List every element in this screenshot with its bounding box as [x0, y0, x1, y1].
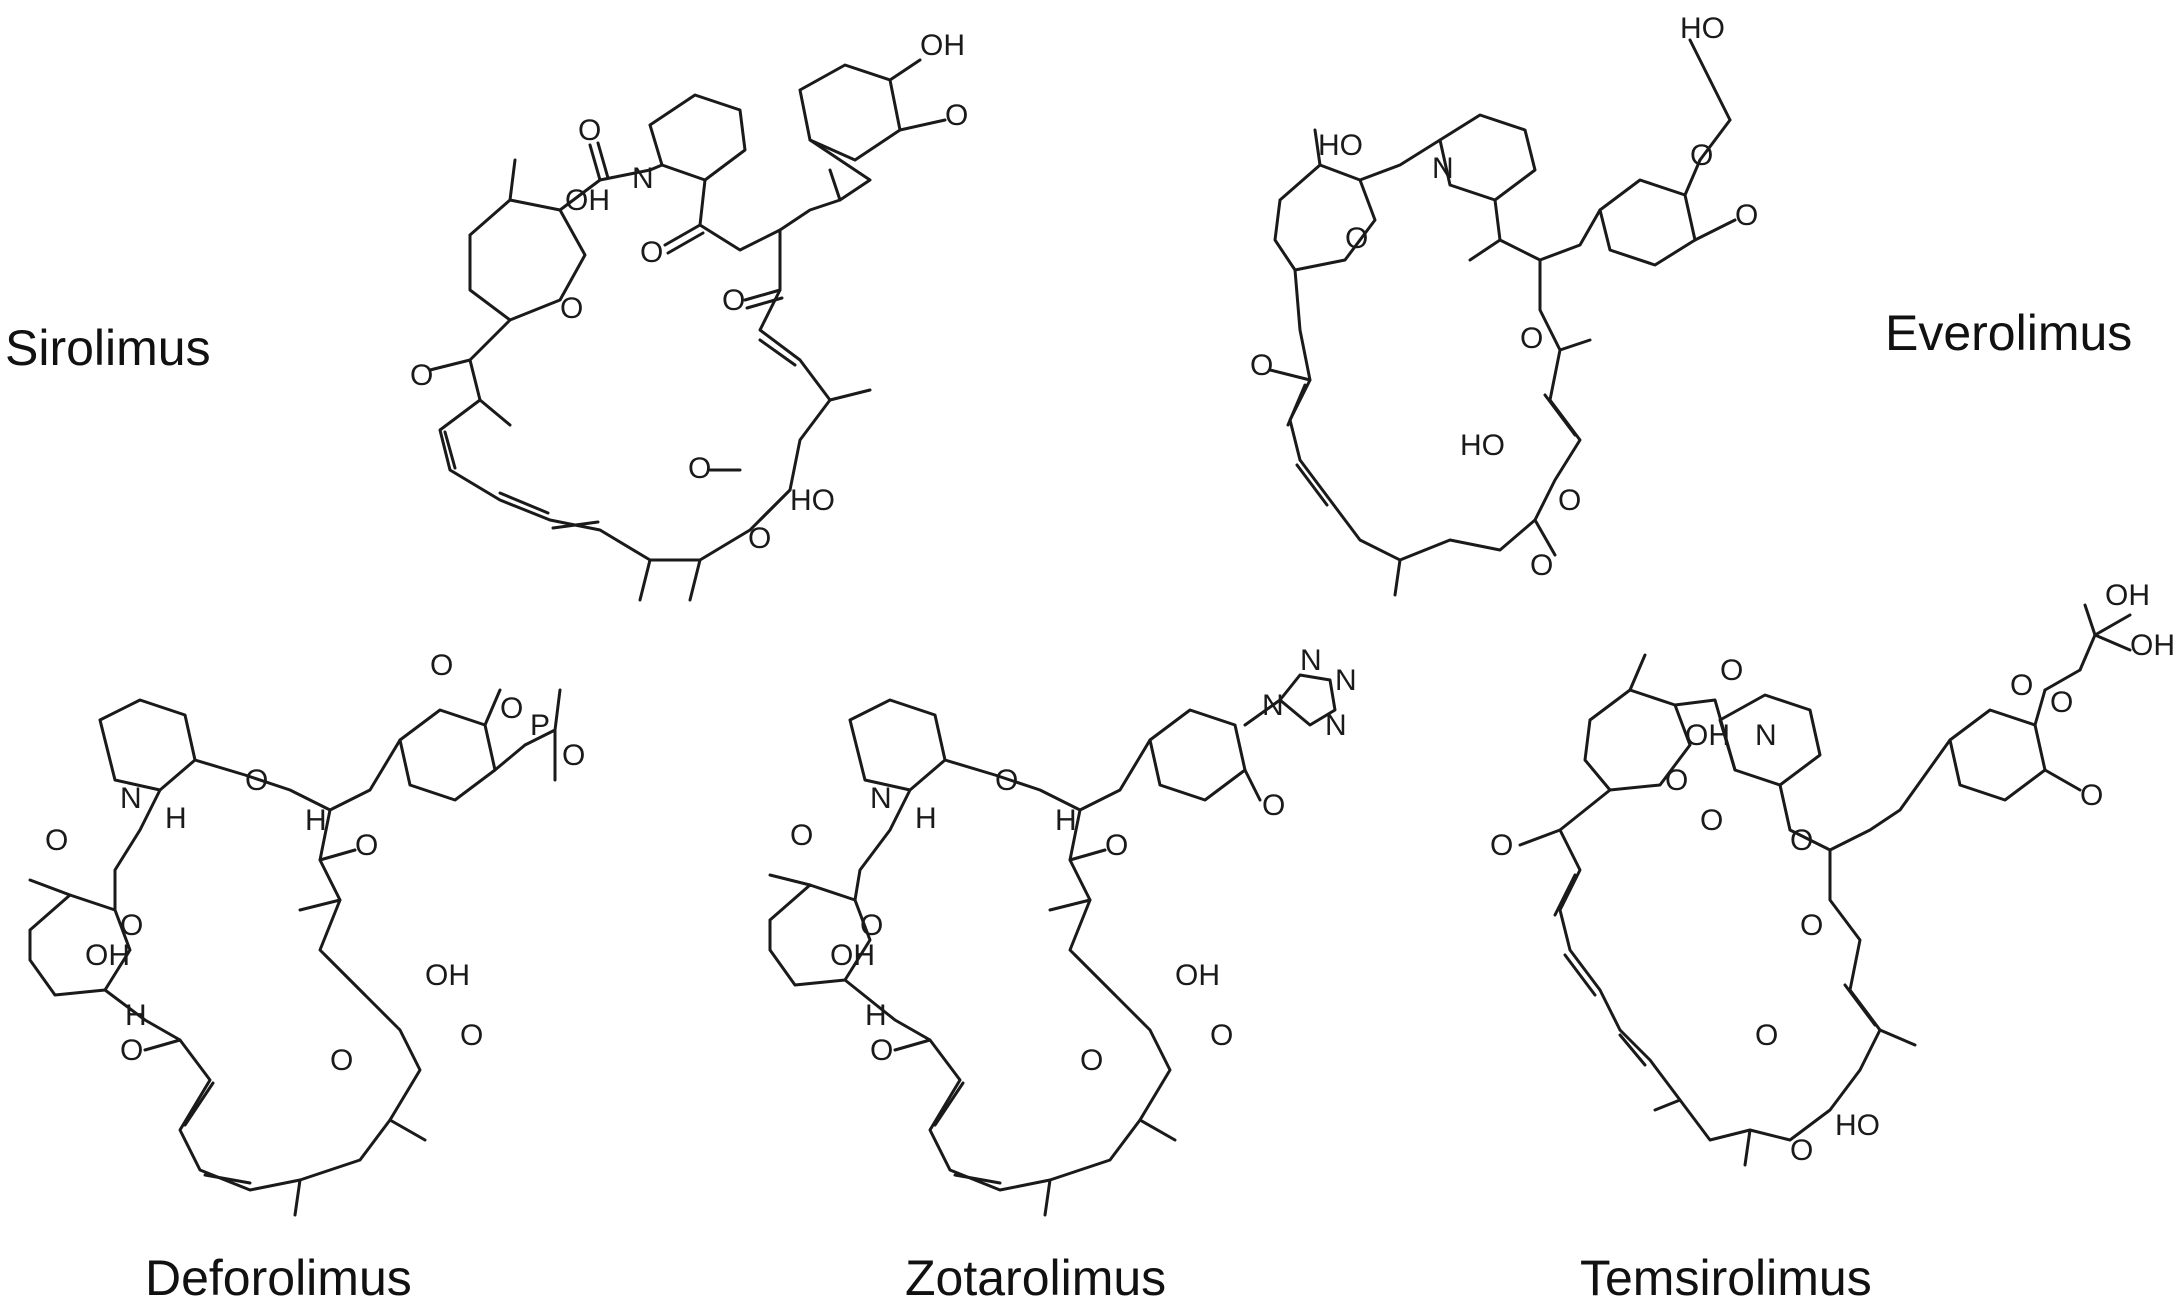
- zotarolimus-h-label: H: [1055, 804, 1077, 837]
- deforolimus-p-label: P: [530, 709, 550, 742]
- temsirolimus-o-label: O: [2050, 686, 2073, 719]
- caption-temsirolimus: Temsirolimus: [1580, 1250, 1872, 1304]
- sirolimus-oh-label: OH: [565, 184, 610, 217]
- everolimus-o-label: O: [1530, 549, 1553, 582]
- zotarolimus-h-label: H: [915, 802, 937, 835]
- zotarolimus-n-label: N: [1325, 709, 1347, 742]
- temsirolimus-o-label: O: [1790, 824, 1813, 857]
- temsirolimus-o-label: O: [1700, 804, 1723, 837]
- zotarolimus-n-label: N: [1262, 689, 1284, 722]
- deforolimus-o-label: O: [430, 649, 453, 682]
- everolimus-o-label: O: [1250, 349, 1273, 382]
- sirolimus-oh-label: OH: [920, 29, 965, 62]
- zotarolimus-o-label: O: [995, 764, 1018, 797]
- everolimus-o-label: O: [1690, 139, 1713, 172]
- sirolimus-o-label: O: [688, 452, 711, 485]
- deforolimus-h-label: H: [125, 999, 147, 1032]
- sirolimus-o-label: O: [722, 284, 745, 317]
- zotarolimus-o-label: O: [1210, 1019, 1233, 1052]
- deforolimus-o-label: O: [500, 692, 523, 725]
- zotarolimus-oh-label: OH: [830, 939, 875, 972]
- zotarolimus-structure: N H O H N N N N O O O O OH H OH O O O: [768, 644, 1357, 1217]
- deforolimus-o-label: O: [120, 909, 143, 942]
- deforolimus-n-label: N: [120, 782, 142, 815]
- deforolimus-h-label: H: [165, 802, 187, 835]
- deforolimus-o-label: O: [460, 1019, 483, 1052]
- zotarolimus-oh-label: OH: [1175, 959, 1220, 992]
- zotarolimus-o-label: O: [870, 1034, 893, 1067]
- temsirolimus-oh-label: OH: [2105, 579, 2150, 612]
- sirolimus-n-label: N: [632, 162, 654, 195]
- sirolimus-o-label: O: [748, 522, 771, 555]
- temsirolimus-oh-label: OH: [1685, 719, 1730, 752]
- deforolimus-o-label: O: [45, 824, 68, 857]
- caption-deforolimus: Deforolimus: [145, 1250, 412, 1304]
- sirolimus-structure: N O OH OH O O O O O O HO O: [410, 29, 968, 602]
- everolimus-structure: N HO HO O O O O O HO O O: [1250, 12, 1758, 597]
- zotarolimus-o-label: O: [1080, 1044, 1103, 1077]
- deforolimus-oh-label: OH: [85, 939, 130, 972]
- sirolimus-o-label: O: [560, 292, 583, 325]
- deforolimus-o-label: O: [120, 1034, 143, 1067]
- zotarolimus-o-label: O: [1105, 829, 1128, 862]
- deforolimus-o-label: O: [355, 829, 378, 862]
- everolimus-ho-label: HO: [1460, 429, 1505, 462]
- zotarolimus-o-label: O: [790, 819, 813, 852]
- deforolimus-o-label: O: [330, 1044, 353, 1077]
- caption-everolimus: Everolimus: [1885, 305, 2132, 361]
- everolimus-ho-label: HO: [1318, 129, 1363, 162]
- everolimus-o-label: O: [1520, 322, 1543, 355]
- deforolimus-o-label: O: [562, 739, 585, 772]
- temsirolimus-o-label: O: [1800, 909, 1823, 942]
- everolimus-o-label: O: [1345, 222, 1368, 255]
- sirolimus-ho-label: HO: [790, 484, 835, 517]
- caption-sirolimus: Sirolimus: [5, 320, 211, 376]
- caption-zotarolimus: Zotarolimus: [905, 1250, 1166, 1304]
- deforolimus-structure: N H O H O O P O O O O OH H OH O O O: [28, 649, 585, 1217]
- sirolimus-o-label: O: [640, 236, 663, 269]
- zotarolimus-o-label: O: [1262, 789, 1285, 822]
- temsirolimus-o-label: O: [1720, 654, 1743, 687]
- temsirolimus-o-label: O: [1490, 829, 1513, 862]
- zotarolimus-n-label: N: [1335, 664, 1357, 697]
- temsirolimus-o-label: O: [1755, 1019, 1778, 1052]
- deforolimus-oh-label: OH: [425, 959, 470, 992]
- temsirolimus-o-label: O: [1790, 1134, 1813, 1167]
- temsirolimus-o-label: O: [2010, 669, 2033, 702]
- deforolimus-o-label: O: [245, 764, 268, 797]
- sirolimus-o-label: O: [410, 359, 433, 392]
- deforolimus-h-label: H: [305, 804, 327, 837]
- everolimus-o-label: O: [1558, 484, 1581, 517]
- temsirolimus-structure: N OH O O O O OH OH O O O O O O HO O: [1490, 579, 2173, 1167]
- sirolimus-o-label: O: [945, 99, 968, 132]
- temsirolimus-n-label: N: [1755, 719, 1777, 752]
- sirolimus-o-label: O: [578, 114, 601, 147]
- temsirolimus-o-label: O: [1665, 764, 1688, 797]
- everolimus-ho-label: HO: [1680, 12, 1725, 45]
- temsirolimus-ho-label: HO: [1835, 1109, 1880, 1142]
- temsirolimus-oh-label: OH: [2130, 629, 2173, 662]
- everolimus-n-label: N: [1432, 152, 1454, 185]
- everolimus-o-label: O: [1735, 199, 1758, 232]
- temsirolimus-o-label: O: [2080, 779, 2103, 812]
- zotarolimus-h-label: H: [865, 999, 887, 1032]
- zotarolimus-n-label: N: [1300, 644, 1322, 677]
- zotarolimus-n-label: N: [870, 782, 892, 815]
- zotarolimus-o-label: O: [860, 909, 883, 942]
